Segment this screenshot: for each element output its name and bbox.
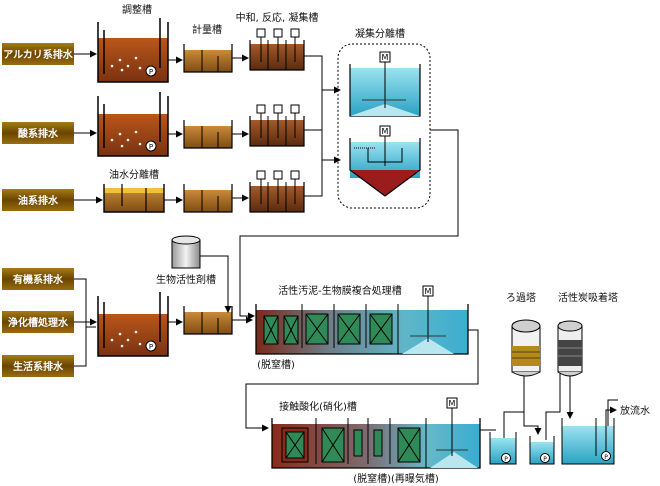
- source-septic-label: 浄化槽処理水: [8, 316, 69, 329]
- label-coag-separator: 凝集分離槽: [355, 27, 405, 40]
- label-activated-sludge: 活性汚泥-生物膜複合処理槽: [278, 284, 402, 297]
- meter-tank-oil: [183, 184, 233, 213]
- post-treatment-flow: [480, 322, 618, 440]
- upper-flow-lines: [164, 54, 341, 204]
- bio-to-contact-line: [245, 329, 479, 432]
- neutral-tank-oil: [249, 170, 305, 213]
- label-carbon-tower: 活性炭吸着塔: [558, 291, 618, 304]
- label-bio-agent-tank: 生物活性剤槽: [156, 273, 216, 286]
- pump-icon: P: [149, 343, 153, 351]
- coag-to-bio-line: [239, 129, 459, 320]
- small-tank-1: P: [489, 432, 517, 465]
- coag-separator-lower: M: [349, 125, 421, 197]
- small-tank-2: P: [529, 436, 555, 465]
- label-oil-separator: 油水分離槽: [109, 168, 159, 181]
- coag-separator-upper: M: [349, 51, 421, 117]
- meter-tank-acid: [183, 120, 233, 149]
- motor-icon: M: [425, 287, 432, 296]
- filter-tower: [511, 319, 541, 377]
- source-oil-label: 油系排水: [18, 194, 59, 207]
- pump-icon: P: [149, 143, 153, 151]
- motor-icon: M: [449, 399, 456, 408]
- pump-icon: P: [149, 68, 153, 76]
- pump-icon: P: [543, 456, 547, 463]
- label-adjust-tank: 調整槽: [122, 3, 152, 16]
- contact-oxidation-tank: M: [271, 397, 481, 469]
- source-organic-label: 有機系排水: [13, 273, 64, 286]
- label-denitrification-2: (脱窒槽)(再曝気槽): [353, 472, 439, 485]
- motor-icon: M: [382, 127, 389, 136]
- label-filter-tower: ろ過塔: [506, 291, 536, 304]
- label-contact-oxidation: 接触酸化(硝化)槽: [279, 400, 357, 413]
- neutral-tank-alkali: [249, 28, 305, 71]
- source-acid: 酸系排水: [2, 122, 74, 144]
- source-domestic: 生活系排水: [2, 355, 74, 377]
- label-meter-tank: 計量槽: [192, 23, 222, 36]
- label-discharge: 放流水: [620, 404, 650, 417]
- meter-tank-organic: [183, 306, 233, 335]
- source-alkali: アルカリ系排水: [2, 43, 74, 65]
- activated-sludge-tank: M: [255, 285, 469, 355]
- label-denitrification-1: (脱窒槽): [257, 358, 295, 371]
- bio-agent-tank: [171, 235, 201, 269]
- label-neutral-tank: 中和, 反応, 凝集槽: [236, 11, 319, 24]
- adjust-tank-alkali: P: [97, 18, 169, 83]
- motor-icon: M: [382, 53, 389, 62]
- source-alkali-label: アルカリ系排水: [3, 48, 74, 61]
- pump-icon: P: [504, 456, 508, 463]
- discharge-arrow: [605, 406, 617, 452]
- source-oil: 油系排水: [2, 189, 74, 211]
- oil-separator-tank: [103, 184, 165, 213]
- source-arrows: [74, 50, 103, 367]
- source-organic: 有機系排水: [2, 268, 74, 290]
- meter-tank-alkali: [183, 44, 233, 73]
- coag-separator-frame: [337, 43, 431, 209]
- adjust-tank-acid: P: [97, 92, 169, 157]
- discharge-tank: P: [561, 418, 615, 465]
- source-domestic-label: 生活系排水: [13, 360, 64, 373]
- source-septic: 浄化槽処理水: [2, 311, 74, 333]
- source-acid-label: 酸系排水: [18, 127, 59, 140]
- organic-flow-lines: [168, 255, 253, 326]
- pump-icon: P: [604, 454, 608, 461]
- neutral-tank-acid: [249, 104, 305, 147]
- carbon-tower: [557, 320, 583, 377]
- adjust-tank-organic: P: [97, 292, 169, 357]
